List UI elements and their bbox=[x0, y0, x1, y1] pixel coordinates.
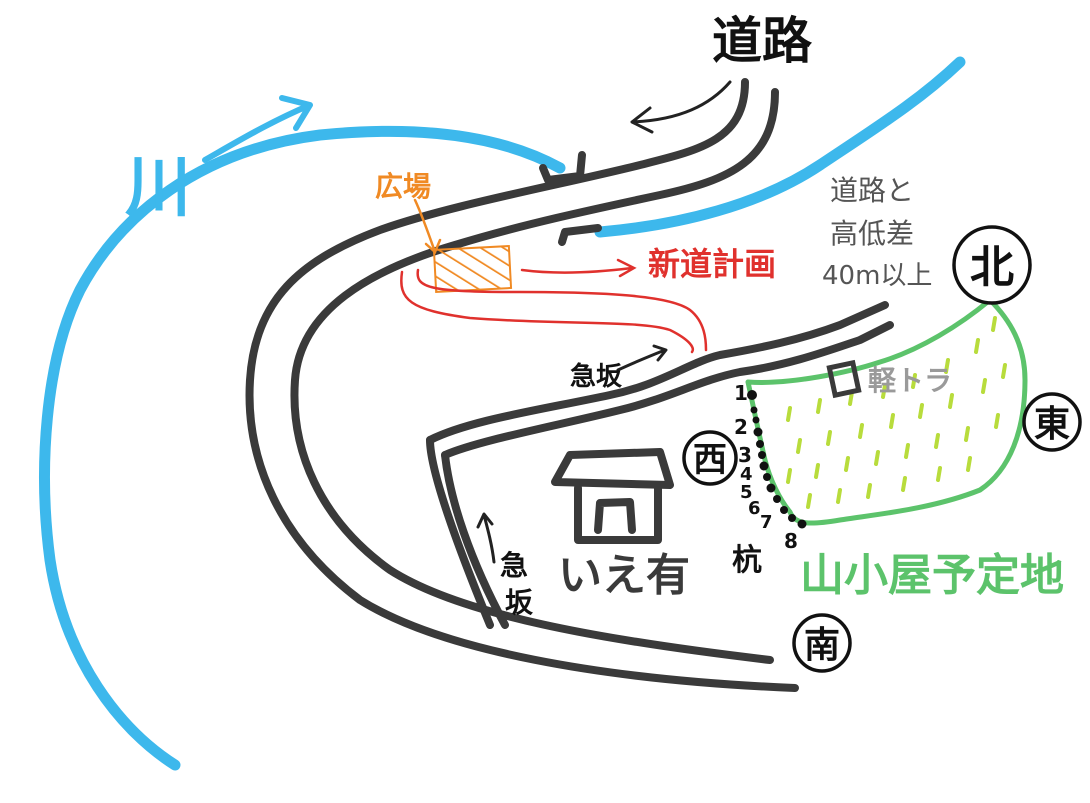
river-flow-arrow-icon bbox=[202, 95, 313, 163]
steep-slope-lower-arrow-icon bbox=[476, 512, 496, 564]
compass-west: 西 bbox=[682, 430, 738, 486]
road-stub-lower bbox=[558, 224, 602, 246]
height-diff-label-line2: 高低差 bbox=[830, 217, 914, 250]
road-branch-upper bbox=[426, 301, 889, 444]
house-icon bbox=[551, 448, 674, 544]
new-road-plan-arrow-icon bbox=[520, 258, 637, 278]
steep-slope-upper-arrow-icon bbox=[616, 344, 668, 372]
steep-slope-lower-label-2: 坂 bbox=[505, 586, 533, 619]
new-road-plan-label: 新道計画 bbox=[648, 245, 776, 283]
compass-east: 東 bbox=[1022, 392, 1082, 452]
stakes-label: 杭 bbox=[732, 543, 762, 578]
compass-south-label: 南 bbox=[804, 625, 840, 666]
stake-number-1: 1 bbox=[734, 381, 748, 405]
road-outer-curve bbox=[245, 78, 799, 692]
hut-site-label: 山小屋予定地 bbox=[800, 550, 1064, 601]
steep-slope-upper-label: 急坂 bbox=[570, 362, 623, 392]
river-label: 川 bbox=[125, 149, 191, 226]
house-label: いえ有 bbox=[558, 550, 690, 601]
stake-number-7: 7 bbox=[760, 512, 773, 533]
light-truck-label: 軽トラ bbox=[868, 364, 952, 397]
stake-number-8: 8 bbox=[784, 529, 798, 553]
stake-number-5: 5 bbox=[740, 482, 753, 503]
compass-east-label: 東 bbox=[1034, 404, 1070, 445]
stake-number-4: 4 bbox=[740, 464, 753, 485]
road-spur-left bbox=[426, 436, 494, 629]
new-road-plan-line-2 bbox=[416, 268, 708, 352]
new-road-plan-line-1 bbox=[400, 270, 694, 354]
hut-site-boundary bbox=[745, 297, 1028, 526]
height-diff-label-line3: 40m以上 bbox=[822, 261, 932, 291]
road-direction-arrow-icon bbox=[630, 80, 732, 134]
stake-number-3: 3 bbox=[738, 443, 752, 467]
plaza-area bbox=[432, 244, 513, 293]
road-stub-upper bbox=[539, 151, 586, 184]
height-diff-label-line1: 道路と bbox=[830, 174, 914, 207]
road-label: 道路 bbox=[712, 12, 813, 70]
stake-number-6: 6 bbox=[748, 498, 761, 519]
plaza-label: 広場 bbox=[375, 170, 431, 203]
river-main bbox=[39, 125, 566, 771]
steep-slope-lower-label-1: 急 bbox=[500, 549, 528, 582]
road-spur-right bbox=[441, 451, 509, 629]
compass-north-label: 北 bbox=[970, 242, 1014, 293]
plaza-arrow-icon bbox=[413, 198, 442, 255]
road-inner-curve bbox=[290, 88, 779, 664]
stake-number-2: 2 bbox=[734, 415, 748, 439]
compass-south: 南 bbox=[792, 613, 852, 673]
compass-west-label: 西 bbox=[693, 440, 727, 480]
road-branch-lower bbox=[441, 321, 894, 459]
grass-texture bbox=[786, 316, 1007, 509]
stake-line bbox=[747, 390, 807, 529]
light-truck-icon bbox=[826, 359, 862, 399]
river-tributary bbox=[594, 56, 966, 238]
compass-north: 北 bbox=[952, 225, 1032, 305]
